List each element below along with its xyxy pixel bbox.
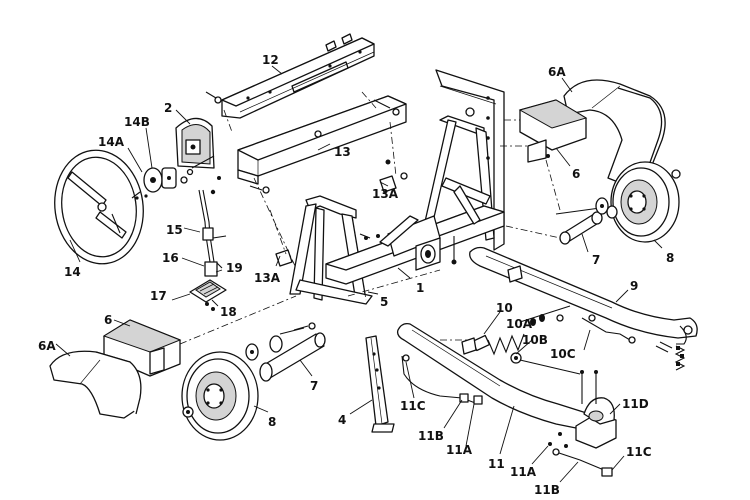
callout-6-left: 6 — [104, 313, 112, 327]
assembly-centerlines — [179, 91, 561, 345]
part-13-channel-bracket — [237, 95, 407, 185]
part-4-stand-leg — [365, 335, 395, 433]
part-5-left-a-frame — [289, 195, 373, 305]
callout-16: 16 — [162, 251, 179, 265]
callout-11: 11 — [488, 457, 505, 471]
callout-9: 9 — [630, 279, 638, 293]
callout-10b: 10B — [522, 333, 548, 347]
part-11-chains — [401, 354, 613, 477]
callout-6a-top: 6A — [548, 65, 566, 79]
part-6-bracket-right — [518, 99, 588, 163]
part-13a-brackets — [275, 172, 408, 267]
part-12-mounting-rail — [221, 33, 375, 119]
part-2-steering-plate — [175, 117, 215, 169]
callout-6-right: 6 — [572, 167, 580, 181]
callout-4: 4 — [338, 413, 346, 427]
callout-7-right: 7 — [592, 253, 600, 267]
part-8-wheel-left — [181, 351, 259, 441]
callout-17: 17 — [150, 289, 167, 303]
callout-leaders — [55, 65, 663, 483]
part-6a-fender-right — [563, 79, 666, 187]
callout-1: 1 — [416, 281, 424, 295]
part-9-drawbar-tube — [469, 246, 698, 371]
callout-labels: 2 14B 14A 12 13 13A 13A 6A 6 8 7 9 1 5 1… — [38, 53, 674, 497]
callout-13: 13 — [334, 145, 351, 159]
callout-8-left: 8 — [268, 415, 276, 429]
part-7-axle-left — [245, 327, 326, 382]
callout-11c-low: 11C — [626, 445, 652, 459]
callout-19: 19 — [226, 261, 243, 275]
part-14a-14b-hub — [131, 155, 221, 200]
part-8-wheel-right — [610, 161, 681, 243]
callout-11b-low: 11B — [534, 483, 560, 497]
callout-13a-top: 13A — [372, 187, 399, 201]
callout-13a-left: 13A — [254, 271, 281, 285]
callout-11d: 11D — [622, 397, 649, 411]
part-6a-fender-left — [49, 350, 142, 419]
callout-10c: 10C — [550, 347, 576, 361]
callout-14b: 14B — [124, 115, 150, 129]
part-11d-coupler — [558, 370, 617, 449]
part-1-main-frame — [325, 69, 505, 285]
callout-14a: 14A — [98, 135, 125, 149]
callout-15: 15 — [166, 223, 183, 237]
callout-2: 2 — [164, 101, 172, 115]
part-7-axle-right — [555, 197, 618, 245]
callout-5: 5 — [380, 295, 388, 309]
callout-10: 10 — [496, 301, 513, 315]
part-14-steering-wheel — [54, 149, 144, 265]
callout-14: 14 — [64, 265, 81, 279]
callout-6a-left: 6A — [38, 339, 56, 353]
hardware-bolts — [205, 91, 400, 331]
callout-11c-mid: 11C — [400, 399, 426, 413]
callout-11b-mid: 11B — [418, 429, 444, 443]
part-15-16-17-18-19-column-pedal — [189, 189, 227, 311]
callout-12: 12 — [262, 53, 279, 67]
callout-11a-low: 11A — [510, 465, 537, 479]
callout-8-right: 8 — [666, 251, 674, 265]
callout-11a-mid: 11A — [446, 443, 473, 457]
callout-7-left: 7 — [310, 379, 318, 393]
callout-18: 18 — [220, 305, 237, 319]
callout-10a: 10A — [506, 317, 533, 331]
